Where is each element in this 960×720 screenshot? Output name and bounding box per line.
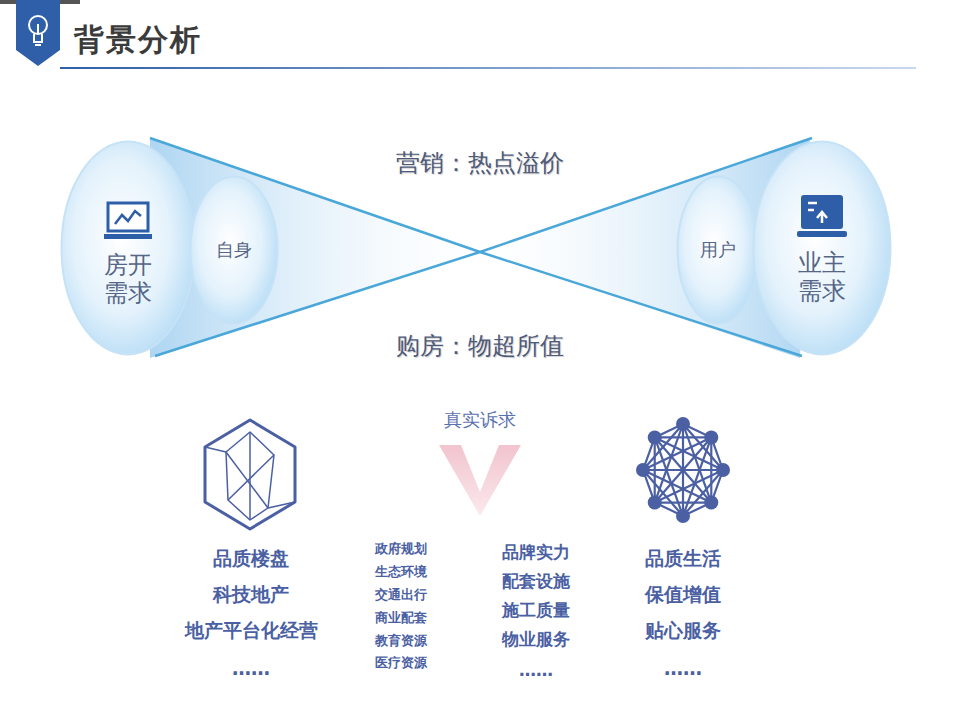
title-rule xyxy=(60,67,916,69)
node-label: 自身 xyxy=(189,240,279,261)
ellipse-node: 用户 xyxy=(676,175,760,325)
page-title: 背景分析 xyxy=(74,20,202,61)
v-caption: 真实诉求 xyxy=(444,410,516,430)
list-item: 交通出行 xyxy=(375,588,427,602)
cone-caption: 购房：物超所值 xyxy=(396,333,564,359)
list-item: 商业配套 xyxy=(375,611,427,625)
list-item: 施工质量 xyxy=(502,601,570,620)
list-item: 政府规划 xyxy=(375,542,427,556)
network-dot xyxy=(704,430,718,444)
ellipse-outline xyxy=(62,142,195,355)
bulb-icon xyxy=(29,16,47,45)
network-link xyxy=(654,437,656,502)
list-item: 物业服务 xyxy=(502,630,570,649)
network-icon xyxy=(636,417,730,523)
network-dot xyxy=(716,463,730,477)
ellipse-node: 自身 xyxy=(189,175,279,325)
network-dot xyxy=(676,509,690,523)
list-item: 配套设施 xyxy=(502,572,570,591)
node-text-wrap: 自身 xyxy=(189,240,279,261)
network-link xyxy=(643,470,683,516)
network-link xyxy=(655,501,712,503)
ellipse-node: 房开需求 xyxy=(60,140,196,356)
list-item: 教育资源 xyxy=(375,634,427,648)
list-item: 品牌实力 xyxy=(502,543,570,562)
network-dot xyxy=(636,463,650,477)
ellipse-shape xyxy=(60,140,196,356)
cone-caption: 营销：热点溢价 xyxy=(396,150,564,176)
node-text-wrap: 房开需求 xyxy=(60,252,196,307)
network-link xyxy=(655,436,712,438)
node-label: 用户 xyxy=(676,240,760,261)
crystal-icon xyxy=(205,420,295,529)
node-text-wrap: 业主需求 xyxy=(752,250,892,305)
network-dot xyxy=(676,417,690,431)
list-item: …… xyxy=(519,661,553,680)
list-item: 品质生活 xyxy=(645,548,721,569)
list-item: 贴心服务 xyxy=(645,620,721,641)
cone-lines xyxy=(150,138,812,356)
list-item: 科技地产 xyxy=(213,584,289,605)
box-icon xyxy=(797,195,847,237)
title-badge xyxy=(16,0,60,66)
list-item: …… xyxy=(664,658,702,679)
v-symbol xyxy=(439,445,521,516)
list-item: 品质楼盘 xyxy=(213,548,289,569)
network-dot xyxy=(648,496,662,510)
monitor-icon xyxy=(104,203,152,239)
node-label: 房开需求 xyxy=(103,252,153,307)
network-dot xyxy=(704,496,718,510)
network-dot xyxy=(648,430,662,444)
ellipse-shape xyxy=(752,140,892,356)
node-text-wrap: 用户 xyxy=(676,240,760,261)
ellipse-outline xyxy=(754,142,891,355)
list-item: 地产平台化经营 xyxy=(185,620,318,641)
list-item: …… xyxy=(232,658,270,679)
list-item: 生态环境 xyxy=(375,565,427,579)
ellipse-node: 业主需求 xyxy=(752,140,892,356)
list-item: 医疗资源 xyxy=(375,656,427,670)
list-item: 保值增值 xyxy=(645,584,721,605)
node-label: 业主需求 xyxy=(797,250,847,305)
